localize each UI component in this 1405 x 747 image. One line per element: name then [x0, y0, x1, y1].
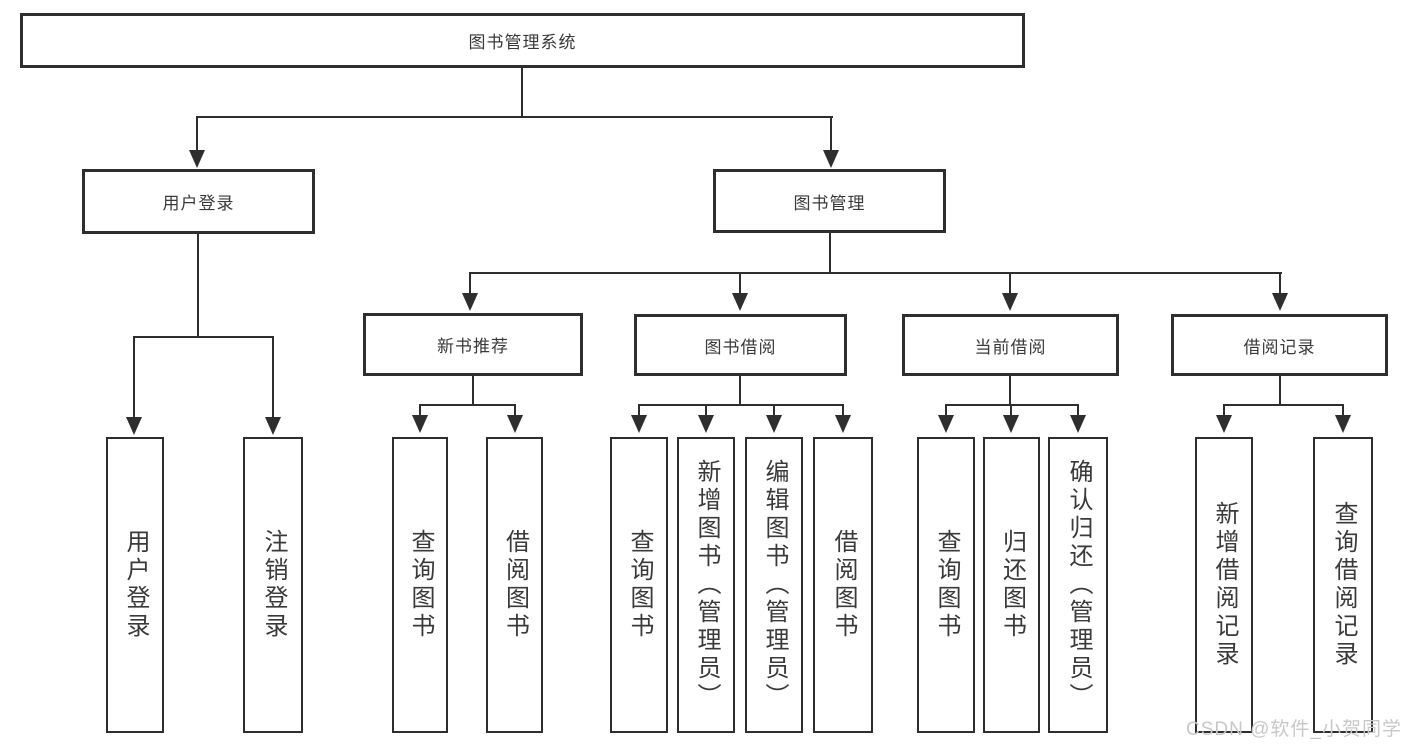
- connector-line: [1223, 404, 1344, 406]
- node-label: 图书借阅: [704, 337, 777, 357]
- connector-line: [196, 116, 833, 118]
- arrow-down-icon: [835, 415, 851, 433]
- node-borrowing-records: 借阅记录: [1171, 314, 1388, 376]
- arrow-down-icon: [1003, 415, 1019, 433]
- leaf-label: 新增借阅记录: [1211, 501, 1238, 669]
- connector-line: [133, 336, 135, 418]
- arrow-down-icon: [732, 293, 748, 311]
- node-label: 图书管理系统: [468, 33, 577, 52]
- connector-line: [830, 116, 832, 152]
- connector-line: [196, 116, 198, 152]
- arrow-down-icon: [507, 415, 523, 433]
- leaf-borrowing-edit-book-admin: 编辑图书（管理员）: [745, 437, 803, 733]
- csdn-watermark: CSDN @软件_小贺同学: [1186, 719, 1402, 740]
- arrow-down-icon: [823, 150, 839, 168]
- connector-line: [945, 404, 947, 416]
- connector-line: [705, 404, 707, 416]
- connector-line: [1279, 272, 1281, 294]
- arrow-down-icon: [1070, 415, 1086, 433]
- leaf-borrowing-query-book: 查询图书: [610, 437, 668, 733]
- arrow-down-icon: [1002, 293, 1018, 311]
- arrow-down-icon: [189, 150, 205, 168]
- connector-line: [197, 234, 199, 338]
- leaf-records-query-record: 查询借阅记录: [1313, 437, 1373, 733]
- connector-line: [1342, 404, 1344, 416]
- arrow-down-icon: [766, 415, 782, 433]
- node-label: 新书推荐: [437, 337, 509, 356]
- leaf-current-confirm-return-admin: 确认归还（管理员）: [1048, 437, 1108, 733]
- arrow-down-icon: [1335, 415, 1351, 433]
- node-label: 当前借阅: [974, 337, 1047, 357]
- node-label: 用户登录: [162, 194, 235, 213]
- connector-line: [829, 233, 831, 273]
- leaf-label: 查询图书: [626, 529, 653, 641]
- connector-line: [472, 376, 474, 406]
- connector-line: [133, 336, 274, 338]
- connector-line: [842, 404, 844, 416]
- leaf-label: 查询借阅记录: [1330, 501, 1357, 669]
- connector-line: [1009, 376, 1011, 406]
- connector-line: [469, 272, 471, 294]
- node-label: 图书管理: [793, 193, 866, 213]
- leaf-label: 新增图书（管理员）: [693, 459, 720, 711]
- leaf-label: 归还图书: [998, 529, 1026, 641]
- connector-line: [1279, 376, 1281, 406]
- node-current-borrowing: 当前借阅: [902, 314, 1119, 376]
- leaf-label: 确认归还（管理员）: [1065, 459, 1092, 711]
- arrow-down-icon: [938, 415, 954, 433]
- connector-line: [638, 404, 640, 416]
- arrow-down-icon: [1216, 415, 1232, 433]
- leaf-current-query-book: 查询图书: [917, 437, 975, 733]
- connector-line: [514, 404, 516, 416]
- leaf-newbooks-borrow-book: 借阅图书: [486, 437, 543, 733]
- leaf-label: 借阅图书: [501, 529, 529, 641]
- connector-line: [739, 272, 741, 294]
- node-user-login: 用户登录: [82, 169, 315, 234]
- connector-line: [419, 404, 421, 416]
- arrow-down-icon: [631, 415, 647, 433]
- connector-line: [773, 404, 775, 416]
- connector-line: [469, 272, 1282, 274]
- arrow-down-icon: [698, 415, 714, 433]
- leaf-label: 查询图书: [407, 529, 434, 641]
- arrow-down-icon: [462, 293, 478, 311]
- connector-line: [1009, 272, 1011, 294]
- leaf-user-login: 用户登录: [106, 437, 164, 733]
- connector-line: [1010, 404, 1012, 416]
- arrow-down-icon: [126, 417, 142, 435]
- leaf-label: 编辑图书（管理员）: [761, 459, 788, 711]
- connector-line: [1077, 404, 1079, 416]
- leaf-newbooks-query-book: 查询图书: [392, 437, 448, 733]
- connector-line: [1223, 404, 1225, 416]
- arrow-down-icon: [1272, 293, 1288, 311]
- connector-line: [945, 404, 1079, 406]
- leaf-borrowing-add-book-admin: 新增图书（管理员）: [677, 437, 735, 733]
- leaf-logout: 注销登录: [243, 437, 303, 733]
- leaf-records-add-record: 新增借阅记录: [1195, 437, 1253, 733]
- arrow-down-icon: [265, 417, 281, 435]
- connector-line: [638, 404, 844, 406]
- node-label: 借阅记录: [1243, 337, 1316, 357]
- leaf-borrowing-borrow-book: 借阅图书: [813, 437, 873, 733]
- node-book-management: 图书管理: [713, 169, 946, 233]
- leaf-label: 查询图书: [933, 529, 960, 641]
- connector-line: [419, 404, 516, 406]
- leaf-label: 用户登录: [122, 529, 149, 641]
- node-book-borrowing: 图书借阅: [634, 314, 847, 376]
- leaf-label: 注销登录: [260, 529, 287, 641]
- connector-line: [521, 68, 523, 118]
- connector-line: [739, 376, 741, 406]
- leaf-current-return-book: 归还图书: [983, 437, 1040, 733]
- node-root-library-system: 图书管理系统: [20, 13, 1025, 68]
- connector-line: [272, 336, 274, 418]
- node-new-book-recommend: 新书推荐: [363, 313, 583, 376]
- leaf-label: 借阅图书: [830, 529, 857, 641]
- arrow-down-icon: [412, 415, 428, 433]
